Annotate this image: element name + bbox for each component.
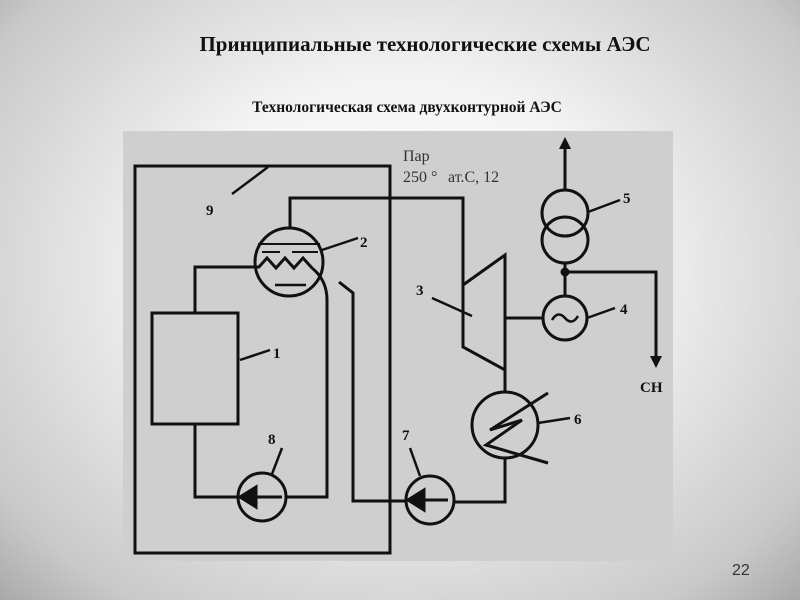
label-3: 3 — [416, 283, 424, 299]
feed-pump — [404, 447, 456, 526]
label-6: 6 — [574, 412, 582, 428]
slide-title: Принципиальные технологические схемы АЭС — [199, 32, 651, 56]
circulation-pump — [236, 447, 288, 523]
label-5: 5 — [623, 191, 631, 207]
generator — [541, 294, 616, 342]
label-4: 4 — [620, 302, 628, 318]
reactor — [150, 311, 240, 426]
label-1: 1 — [273, 346, 281, 362]
slide-subtitle: Технологическая схема двухконтурной АЭС — [252, 99, 562, 116]
transformer — [540, 137, 621, 265]
condenser — [470, 370, 571, 465]
label-7: 7 — [402, 428, 410, 444]
diagram-panel — [123, 131, 673, 561]
steam-temperature: 250 ° — [403, 169, 437, 186]
containment-boundary — [133, 164, 392, 555]
label-2: 2 — [360, 235, 368, 251]
own-needs-label: СН — [640, 380, 663, 396]
steam-label: Пар — [403, 148, 430, 165]
page-number: 22 — [732, 562, 750, 579]
label-8: 8 — [268, 432, 276, 448]
steam-pressure: ат.C, 12 — [448, 169, 499, 186]
turbine — [461, 252, 507, 373]
label-9: 9 — [206, 203, 214, 219]
